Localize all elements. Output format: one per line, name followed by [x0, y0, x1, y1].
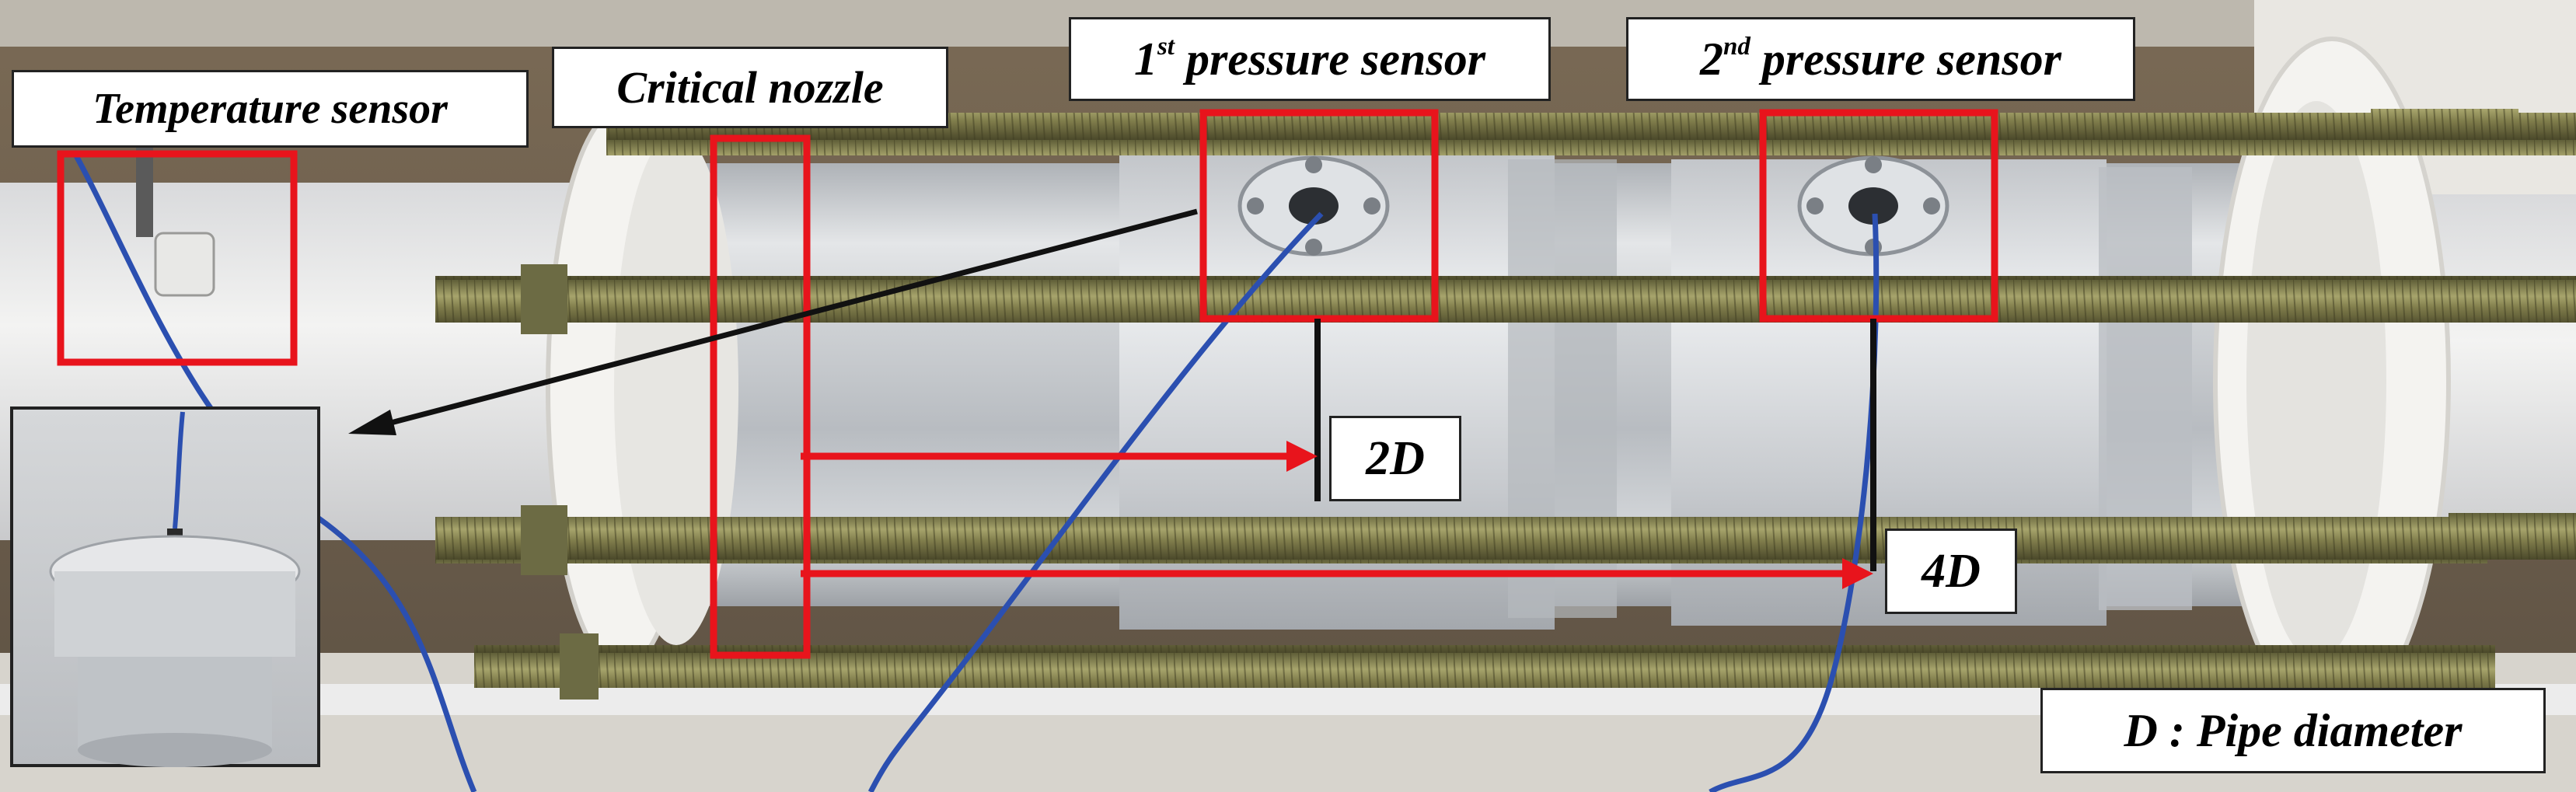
distance-2d-text: 2D: [1366, 431, 1425, 485]
temperature-sensor-highlight: [57, 150, 298, 366]
distance-2d-label: 2D: [1329, 416, 1461, 501]
pressure-sensor-2-highlight: [1759, 109, 1998, 323]
distance-4d-text: 4D: [1922, 544, 1981, 598]
critical-nozzle-label: Critical nozzle: [552, 47, 948, 128]
pipe-diameter-legend: D : Pipe diameter: [2040, 688, 2546, 773]
critical-nozzle-highlight: [710, 134, 811, 659]
distance-4d-label: 4D: [1885, 529, 2017, 614]
pressure-sensor-2-text: 2nd pressure sensor: [1700, 32, 2061, 85]
pressure-sensor-1-label: 1st pressure sensor: [1069, 17, 1551, 101]
pressure-sensor-1-text: 1st pressure sensor: [1133, 32, 1486, 85]
pressure-sensor-2-label: 2nd pressure sensor: [1626, 17, 2135, 101]
inset-pointer-arrow: [372, 208, 1198, 431]
temperature-sensor-text: Temperature sensor: [92, 85, 448, 133]
pipe-diameter-legend-text: D : Pipe diameter: [2124, 704, 2463, 756]
temperature-sensor-label: Temperature sensor: [12, 70, 529, 148]
critical-nozzle-text: Critical nozzle: [616, 62, 884, 113]
temperature-sensor-inset: [10, 406, 320, 767]
